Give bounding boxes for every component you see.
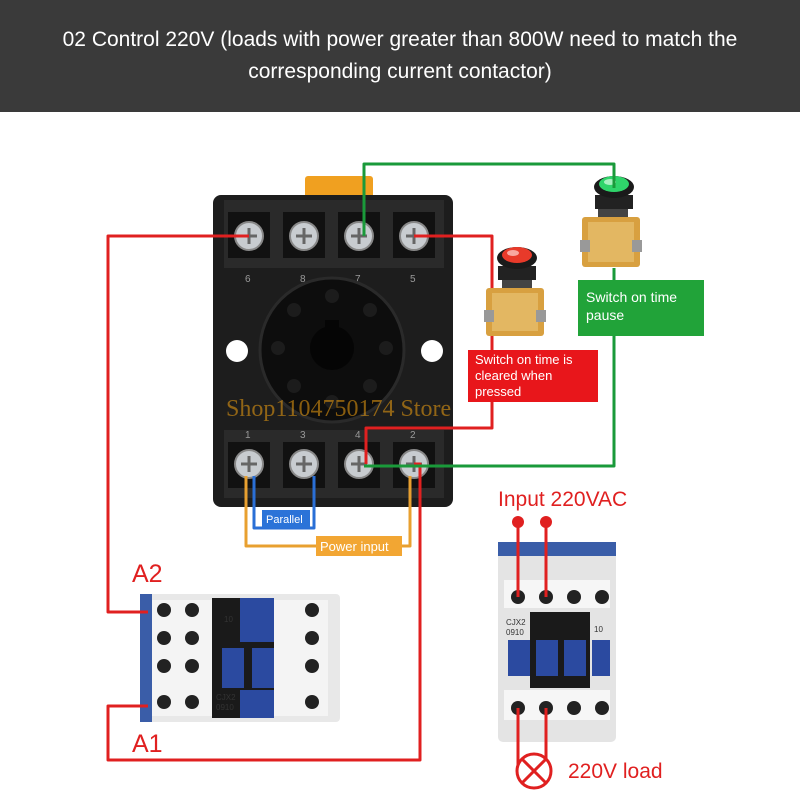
a1-label: A1 [132,730,163,758]
input-220vac-label: Input 220VAC [498,488,627,511]
a2-label: A2 [132,560,163,588]
clear-label-line-3: pressed [475,384,521,399]
mounting-hole-left [226,340,248,362]
wire-red-button-top [414,234,494,288]
left-contactor-model-2: 0910 [216,703,234,712]
wire-a1-to-power [106,462,422,762]
terminal-2-label: 2 [410,430,416,441]
input-l-dot [512,516,524,528]
power-input-label-box: Power input [316,536,402,556]
mounting-hole-right [421,340,443,362]
power-input-label: Power input [320,539,389,554]
page-title: 02 Control 220V (loads with power greate… [62,28,738,83]
relay-socket: 6 8 7 5 [213,176,453,507]
terminal-6-label: 6 [245,274,251,285]
clear-label-box: Switch on time is cleared when pressed [468,350,598,402]
relay-top-cap [305,176,373,198]
left-contactor-no-label: 10 [224,615,233,624]
right-contactor-no-label: 10 [594,625,603,634]
pause-label-box: Switch on time pause [578,280,704,336]
green-push-button [580,176,642,267]
input-n-dot [540,516,552,528]
right-contactor-model-1: CJX2 [506,618,526,627]
wires [106,162,616,772]
parallel-label: Parallel [266,514,303,526]
parallel-label-box: Parallel [262,510,310,528]
clear-label-line-1: Switch on time is [475,352,573,367]
wire-green-top [362,162,616,236]
red-push-button [484,247,546,336]
terminal-7-label: 7 [355,274,361,285]
terminal-1-label: 1 [245,430,251,441]
coil-contactor: CJX2 0910 10 [140,594,340,722]
wire-relay-to-a2 [106,234,249,614]
terminal-3-label: 3 [300,430,306,441]
load-contactor: CJX2 0910 10 [498,542,616,742]
load-lamp-icon [515,752,553,790]
clear-label-line-2: cleared when [475,368,552,383]
pause-label-line-2: pause [586,307,624,323]
load-220v-label: 220V load [568,760,663,783]
terminal-8-label: 8 [300,274,306,285]
terminal-5-label: 5 [410,274,416,285]
header-banner: 02 Control 220V (loads with power greate… [0,0,800,112]
left-contactor-model-1: CJX2 [216,693,236,702]
pause-label-line-1: Switch on time [586,289,677,305]
terminal-4-label: 4 [355,430,361,441]
right-contactor-model-2: 0910 [506,628,524,637]
store-watermark: Shop1104750174 Store [226,396,451,422]
